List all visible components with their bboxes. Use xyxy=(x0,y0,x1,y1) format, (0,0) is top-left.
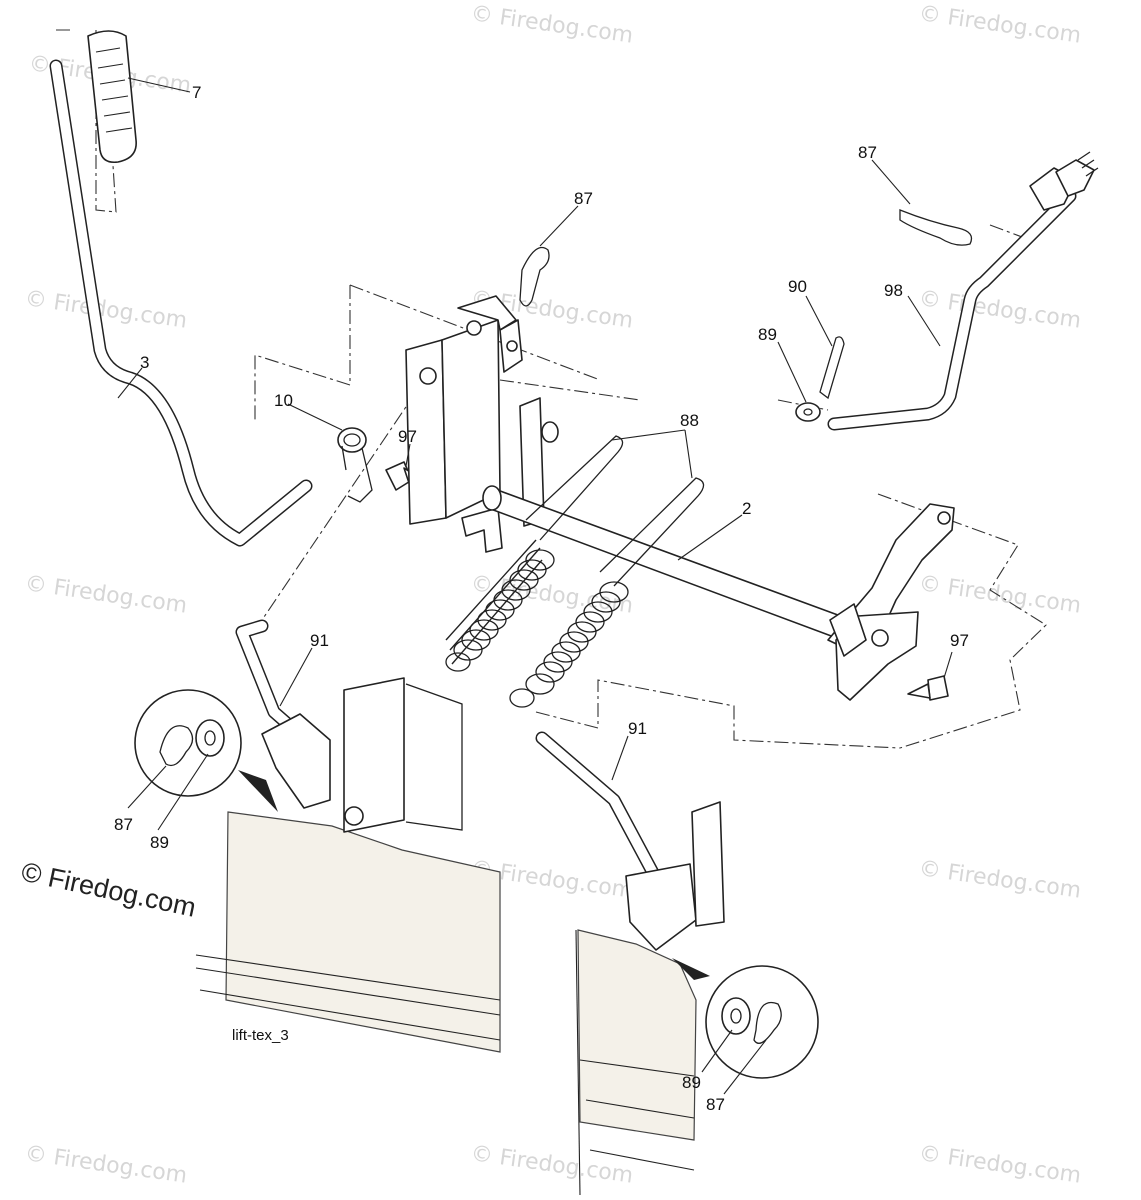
callout-87: 87 xyxy=(114,815,133,834)
callout-87: 87 xyxy=(706,1095,725,1114)
faint-watermarks: © Firedog.com © Firedog.com © Firedog.co… xyxy=(23,1,1083,1189)
callouts: 7 3 10 97 87 88 2 87 90 89 98 97 91 87 8… xyxy=(114,83,969,1114)
callout-7: 7 xyxy=(192,83,201,102)
right-link-rod-98 xyxy=(827,151,1099,431)
watermark-main: © Firedog.com xyxy=(19,857,199,923)
callout-10: 10 xyxy=(274,391,293,410)
lift-lever-assembly xyxy=(49,30,313,547)
callout-2: 2 xyxy=(742,499,751,518)
watermark-faint: © Firedog.com xyxy=(23,286,189,334)
washer-and-pin-upper xyxy=(795,336,845,422)
diagram-caption: lift-tex_3 xyxy=(232,1027,289,1044)
callout-97: 97 xyxy=(398,427,417,446)
callout-87: 87 xyxy=(574,189,593,208)
right-lower-link-rod-91 xyxy=(535,731,725,951)
callout-91: 91 xyxy=(310,631,329,650)
watermark-faint: © Firedog.com xyxy=(917,286,1083,334)
leader-lines xyxy=(117,77,953,1095)
hairpin-clips-87 xyxy=(519,209,973,307)
callout-89: 89 xyxy=(682,1073,701,1092)
watermark-faint: © Firedog.com xyxy=(23,1141,189,1189)
left-link-rod-91 xyxy=(235,619,463,833)
callout-97: 97 xyxy=(950,631,969,650)
lever-grip-7 xyxy=(87,30,137,164)
callout-88: 88 xyxy=(680,411,699,430)
callout-89: 89 xyxy=(758,325,777,344)
watermark-faint: © Firedog.com xyxy=(469,1141,635,1189)
callout-87: 87 xyxy=(858,143,877,162)
extension-springs-88 xyxy=(445,435,705,708)
reference-lines xyxy=(56,29,1047,749)
right-lift-arm xyxy=(827,503,955,701)
callout-90: 90 xyxy=(788,277,807,296)
watermark-faint: © Firedog.com xyxy=(917,571,1083,619)
torsion-spring-10 xyxy=(337,427,373,503)
detail-circles xyxy=(134,689,819,1079)
watermark-faint: © Firedog.com xyxy=(917,1141,1083,1189)
callout-91: 91 xyxy=(628,719,647,738)
callout-98: 98 xyxy=(884,281,903,300)
watermark-faint: © Firedog.com xyxy=(469,1,635,49)
mower-deck-outlines xyxy=(195,811,697,1196)
watermark-faint: © Firedog.com xyxy=(23,571,189,619)
callout-3: 3 xyxy=(140,353,149,372)
callout-89: 89 xyxy=(150,833,169,852)
watermark-faint: © Firedog.com xyxy=(917,856,1083,904)
main-bracket xyxy=(405,295,559,553)
watermark-faint: © Firedog.com xyxy=(917,1,1083,49)
